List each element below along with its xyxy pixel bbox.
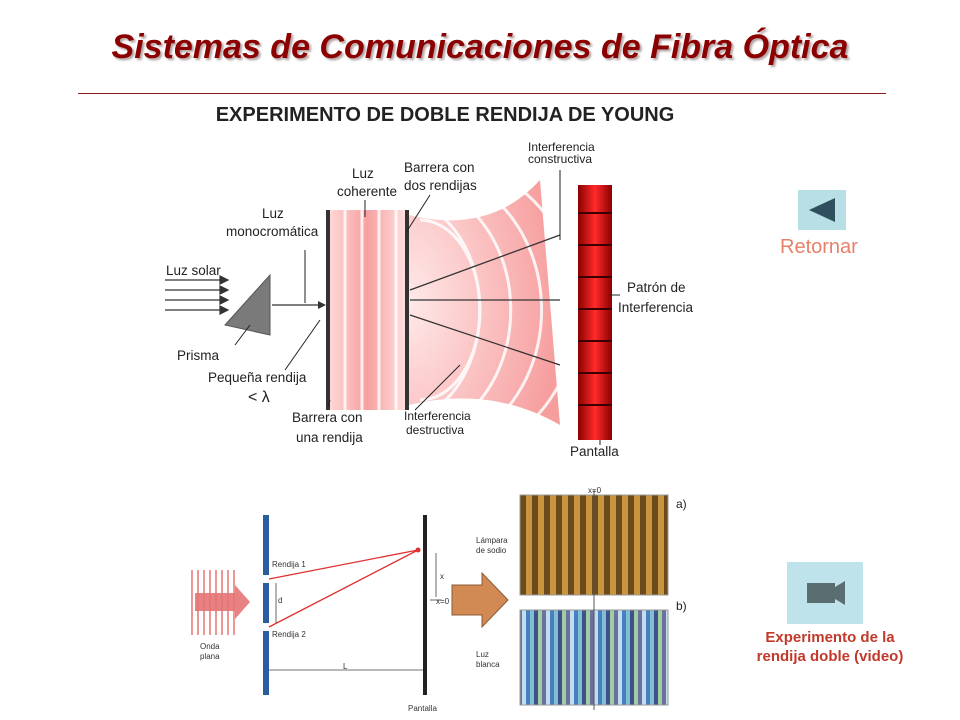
label-pantalla-bottom: Pantalla xyxy=(408,704,437,713)
video-label-line-2: rendija doble (video) xyxy=(756,648,904,665)
label-L: L xyxy=(343,662,348,671)
label-luz-1: Luz xyxy=(476,650,489,659)
label-interf-const-2: constructiva xyxy=(528,152,593,166)
label-interf-dest-1: Interferencia xyxy=(404,409,471,423)
label-barrera-dos-2: dos rendijas xyxy=(404,178,477,193)
label-rendija-2: Rendija 2 xyxy=(272,630,306,639)
label-luz-mono-2: monocromática xyxy=(226,224,319,239)
label-x0-top: x=0 xyxy=(588,486,602,495)
double-slit-geometry-diagram xyxy=(191,490,669,710)
label-pequena-rendija: Pequeña rendija xyxy=(208,370,307,385)
label-d: d xyxy=(278,596,283,605)
title-divider xyxy=(78,93,886,94)
label-interf-dest-2: destructiva xyxy=(406,423,465,437)
label-lampara-1: Lámpara xyxy=(476,536,508,545)
label-luz-solar: Luz solar xyxy=(166,263,221,278)
video-label-line-1: Experimento de la xyxy=(765,629,895,646)
video-label[interactable]: Experimento de la rendija doble (video) xyxy=(730,628,930,666)
slide-title: Sistemas de Comunicaciones de Fibra Ópti… xyxy=(111,28,849,66)
label-pantalla: Pantalla xyxy=(570,444,619,459)
label-onda-1: Onda xyxy=(200,642,220,651)
label-a: a) xyxy=(676,497,687,511)
young-experiment-diagram xyxy=(165,170,620,445)
label-luz-coh-1: Luz xyxy=(352,166,374,181)
label-patron-1: Patrón de xyxy=(627,280,686,295)
sunlight-arrows xyxy=(165,275,230,315)
label-interf-const-1: Interferencia xyxy=(528,140,595,154)
interference-screen xyxy=(578,185,612,440)
label-lampara-2: de sodio xyxy=(476,546,507,555)
triangle-left-icon xyxy=(809,198,835,222)
label-luz-mono-1: Luz xyxy=(262,206,284,221)
label-luz-2: blanca xyxy=(476,660,500,669)
slide-subtitle: EXPERIMENTO DE DOBLE RENDIJA DE YOUNG xyxy=(215,104,675,126)
single-slit-barrier xyxy=(326,210,330,410)
label-onda-2: plana xyxy=(200,652,220,661)
prism-shape xyxy=(224,273,271,336)
label-luz-coh-2: coherente xyxy=(337,184,398,199)
label-rendija-1: Rendija 1 xyxy=(272,560,306,569)
label-x: x xyxy=(440,572,444,581)
back-button[interactable] xyxy=(798,190,846,230)
label-prisma: Prisma xyxy=(177,348,220,363)
double-slit-barrier xyxy=(405,210,409,410)
back-label[interactable]: Retornar xyxy=(780,236,858,258)
label-x0: x=0 xyxy=(436,597,450,606)
label-patron-2: Interferencia xyxy=(618,300,694,315)
label-b: b) xyxy=(676,599,687,613)
video-button[interactable] xyxy=(787,562,863,624)
label-lambda: < λ xyxy=(248,389,270,406)
label-barrera-una-2: una rendija xyxy=(296,430,363,445)
video-camera-icon xyxy=(807,581,845,605)
label-barrera-dos-1: Barrera con xyxy=(404,160,475,175)
label-barrera-una-1: Barrera con xyxy=(292,410,363,425)
